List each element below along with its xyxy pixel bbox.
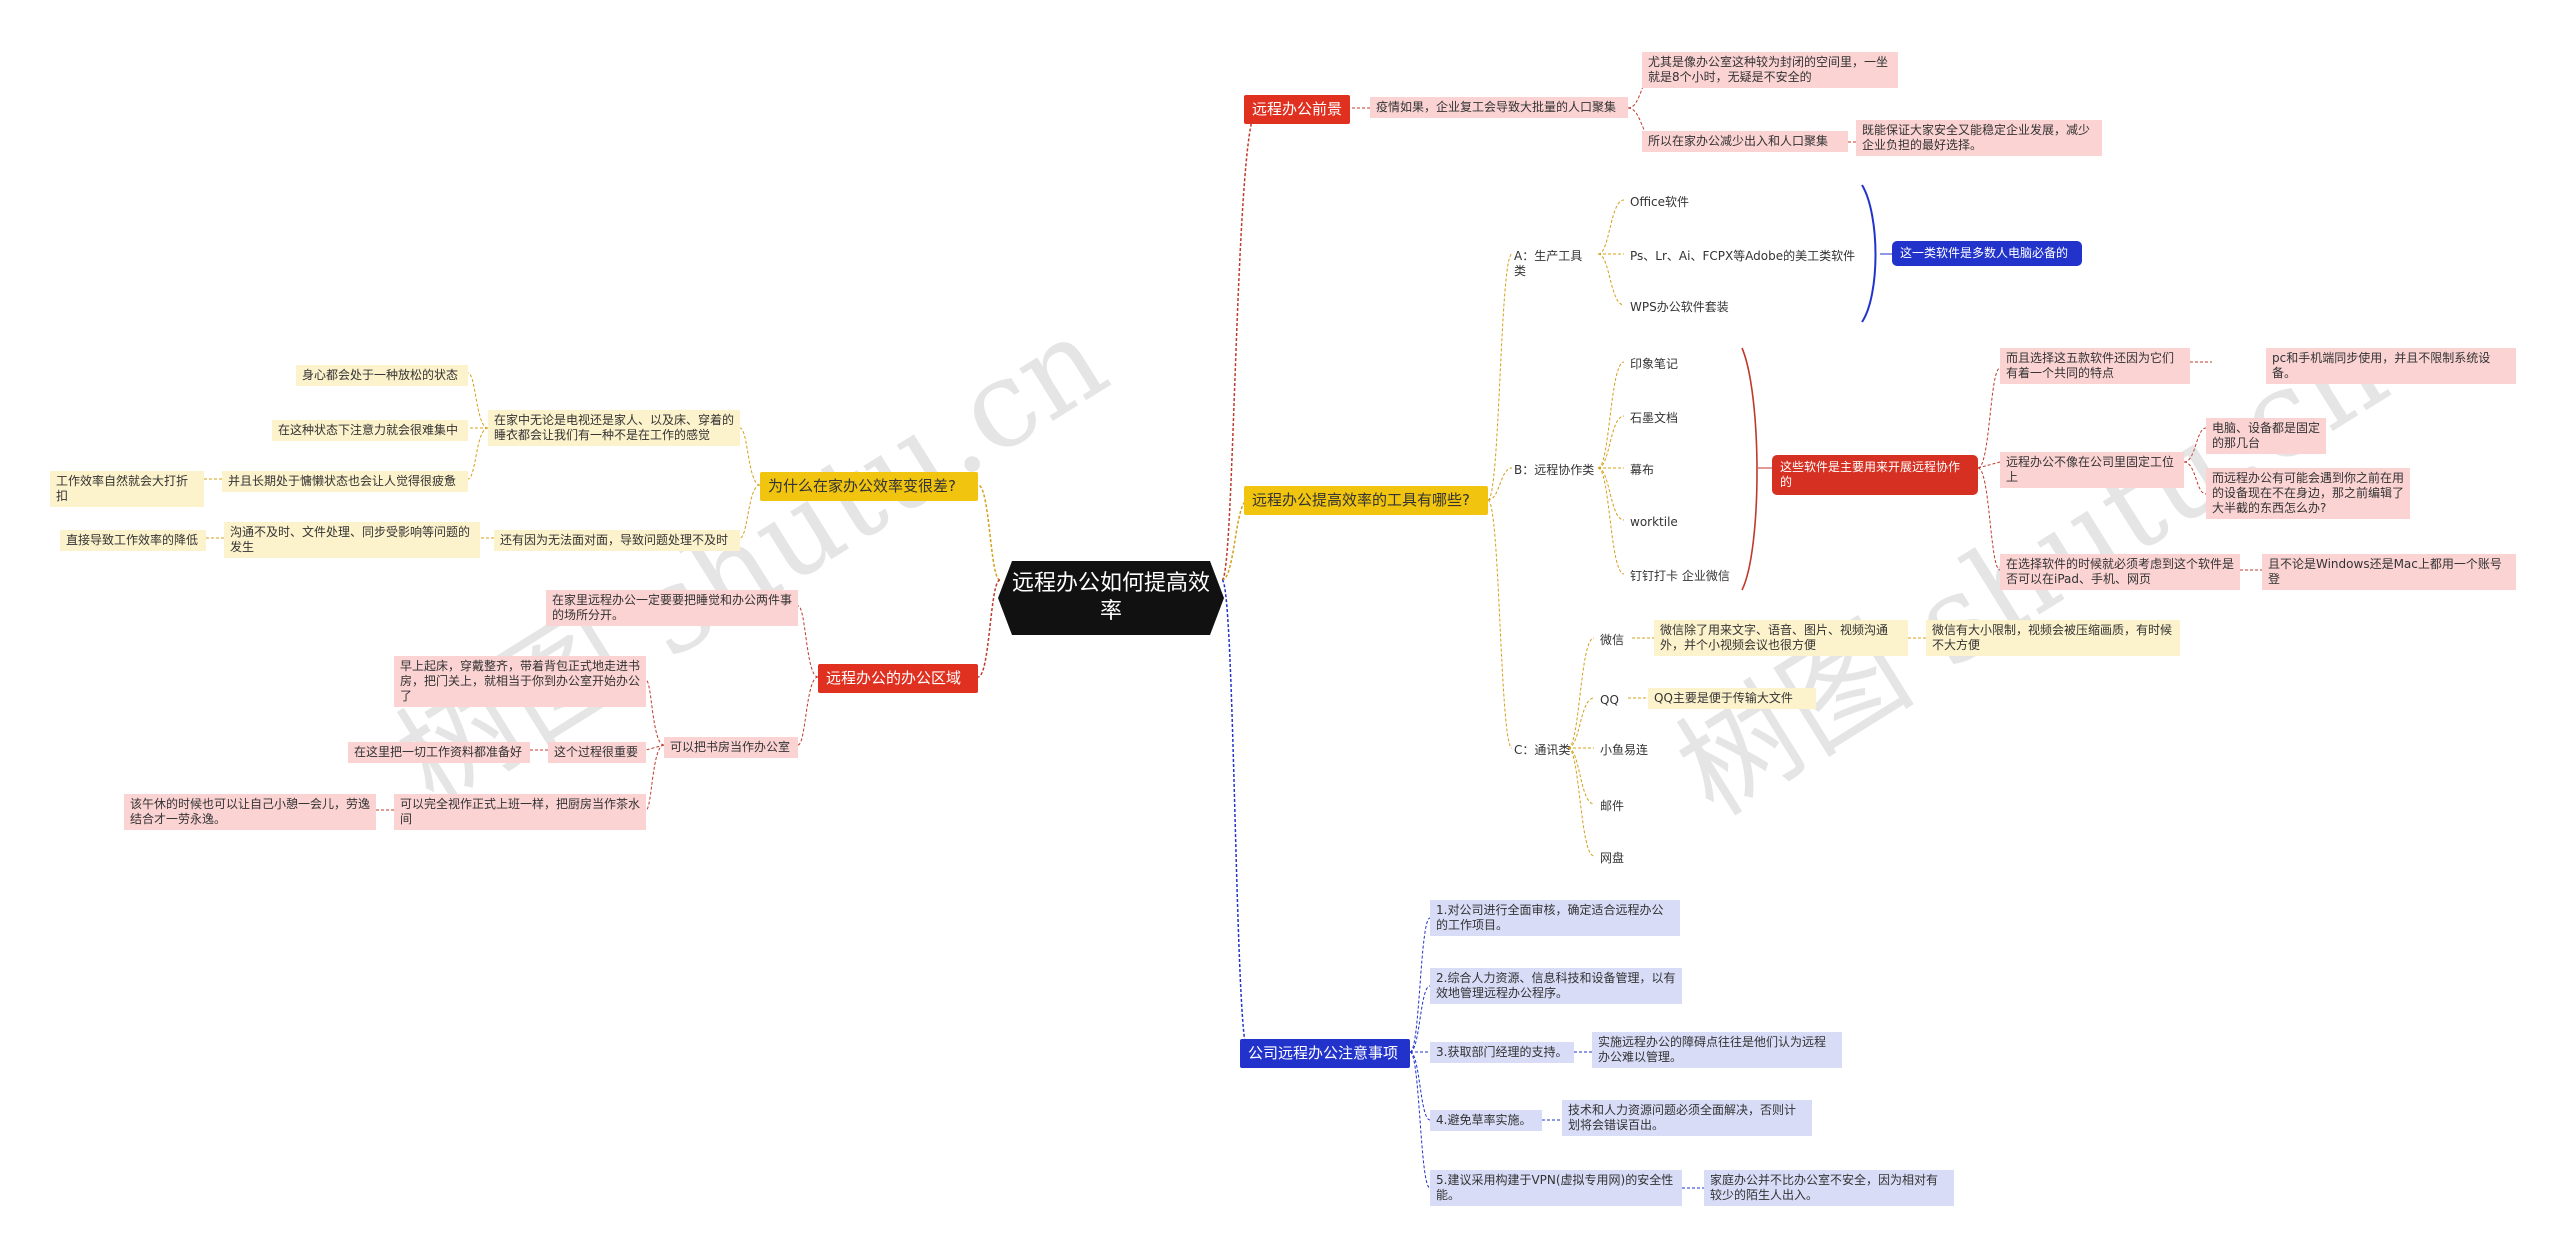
tools-a-item-3[interactable]: WPS办公软件套装 [1630,300,1729,314]
tools-c-wx[interactable]: 微信除了用来文字、语音、图片、视频沟通外，并个小视频会议也很方便 [1654,620,1908,656]
tools-b-label[interactable]: B：远程协作类 [1514,463,1595,477]
tools-b-r2b[interactable]: 而远程办公有可能会遇到你之前在用的设备现在不在身边，那之前编辑了大半截的东西怎么… [2206,468,2410,519]
link-root-why [977,484,1001,581]
tools-c-label[interactable]: C：通讯类 [1514,743,1571,757]
why-n1c[interactable]: 并且长期处于慵懒状态也会让人觉得很疲惫 [222,471,468,492]
tools-b-item-5[interactable]: 钉钉打卡 企业微信 [1630,569,1730,583]
area-n2b[interactable]: 这个过程很重要 [548,742,646,763]
notes-item-4-sub[interactable]: 技术和人力资源问题必须全面解决，否则计划将会错误百出。 [1562,1100,1812,1136]
tools-b-r2[interactable]: 远程办公不像在公司里固定工位上 [2000,452,2184,488]
notes-item-3[interactable]: 3.获取部门经理的支持。 [1430,1042,1574,1063]
tools-c-wx2[interactable]: 微信有大小限制，视频会被压缩画质，有时候不大方便 [1926,620,2180,656]
notes-item-5[interactable]: 5.建议采用构建于VPN(虚拟专用网)的安全性能。 [1430,1170,1682,1206]
prospect-l2[interactable]: 疫情如果，企业复工会导致大批量的人口聚集 [1370,97,1628,118]
notes-item-3-sub[interactable]: 实施远程办公的障碍点往往是他们认为远程办公难以管理。 [1592,1032,1842,1068]
link-root-notes [1221,579,1249,1053]
why-n1b[interactable]: 在这种状态下注意力就会很难集中 [272,420,468,441]
branch-area[interactable]: 远程办公的办公区域 [818,664,978,693]
branch-tools[interactable]: 远程办公提高效率的工具有哪些? [1244,486,1488,515]
link-root-area [977,579,1001,678]
tools-b-item-4[interactable]: worktile [1630,515,1678,529]
tools-c-item-2[interactable]: QQ [1600,693,1619,707]
area-n1[interactable]: 在家里远程办公一定要要把睡觉和办公两件事的场所分开。 [546,590,798,626]
why-n1a[interactable]: 身心都会处于一种放松的状态 [296,365,468,386]
why-n1c-left[interactable]: 工作效率自然就会大打折扣 [50,471,204,507]
tools-c-item-1[interactable]: 微信 [1600,633,1625,647]
tools-b-r2a[interactable]: 电脑、设备都是固定的那几台 [2206,418,2326,454]
why-n1[interactable]: 在家中无论是电视还是家人、以及床、穿着的睡衣都会让我们有一种不是在工作的感觉 [488,410,740,446]
tools-b-r3[interactable]: 在选择软件的时候就必须考虑到这个软件是否可以在iPad、手机、网页 [2000,554,2240,590]
area-n2c[interactable]: 可以完全视作正式上班一样，把厨房当作茶水间 [394,794,646,830]
area-n2a[interactable]: 早上起床，穿戴整齐，带着背包正式地走进书房，把门关上，就相当于你到办公室开始办公… [394,656,646,707]
notes-item-1[interactable]: 1.对公司进行全面审核，确定适合远程办公的工作项目。 [1430,900,1680,936]
tools-b-item-3[interactable]: 幕布 [1630,463,1655,477]
branch-prospect[interactable]: 远程办公前景 [1244,95,1351,124]
why-n2[interactable]: 还有因为无法面对面，导致问题处理不及时 [494,530,740,551]
tools-c-qq[interactable]: QQ主要是便于传输大文件 [1648,688,1816,709]
tools-c-item-4[interactable]: 邮件 [1600,799,1625,813]
prospect-l4b[interactable]: 既能保证大家安全又能稳定企业发展，减少企业负担的最好选择。 [1856,120,2102,156]
tools-b-note[interactable]: 这些软件是主要用来开展远程协作的 [1772,455,1978,495]
area-n2b-left[interactable]: 在这里把一切工作资料都准备好 [348,742,530,763]
tools-b-r1c[interactable]: pc和手机端同步使用，并且不限制系统设备。 [2266,348,2516,384]
branch-why[interactable]: 为什么在家办公效率变很差? [760,472,978,501]
notes-item-5-sub[interactable]: 家庭办公并不比办公室不安全，因为相对有较少的陌生人出入。 [1704,1170,1954,1206]
prospect-l3b[interactable]: 所以在家办公减少出入和人口聚集 [1642,131,1848,152]
notes-item-4[interactable]: 4.避免草率实施。 [1430,1110,1542,1131]
tools-a-label[interactable]: A：生产工具类 [1514,249,1583,278]
tools-b-item-2[interactable]: 石墨文档 [1630,411,1679,425]
tools-c-item-3[interactable]: 小鱼易连 [1600,743,1649,757]
area-n2c-left[interactable]: 该午休的时候也可以让自己小憩一会儿，劳逸结合才一劳永逸。 [124,794,376,830]
area-n2[interactable]: 可以把书房当作办公室 [664,737,798,758]
root-topic[interactable]: 远程办公如何提高效率 [998,561,1224,635]
tools-a-note[interactable]: 这一类软件是多数人电脑必备的 [1892,241,2082,266]
tools-a-item-2[interactable]: Ps、Lr、Ai、FCPX等Adobe的美工类软件 [1630,249,1856,263]
tools-b-item-1[interactable]: 印象笔记 [1630,357,1679,371]
tools-c-item-5[interactable]: 网盘 [1600,851,1625,865]
tools-a-item-1[interactable]: Office软件 [1630,195,1690,209]
link-root-prospect [1221,107,1259,581]
why-n2a[interactable]: 沟通不及时、文件处理、同步受影响等问题的发生 [224,522,480,558]
why-n2a-left[interactable]: 直接导致工作效率的降低 [60,530,206,551]
branch-notes[interactable]: 公司远程办公注意事项 [1240,1039,1410,1068]
tools-b-r3c[interactable]: 且不论是Windows还是Mac上都用一个账号登 [2262,554,2516,590]
notes-item-2[interactable]: 2.综合人力资源、信息科技和设备管理，以有效地管理远程办公程序。 [1430,968,1682,1004]
prospect-l3a[interactable]: 尤其是像办公室这种较为封闭的空间里，一坐就是8个小时，无疑是不安全的 [1642,52,1898,88]
tools-b-r1[interactable]: 而且选择这五款软件还因为它们有着一个共同的特点 [2000,348,2190,384]
